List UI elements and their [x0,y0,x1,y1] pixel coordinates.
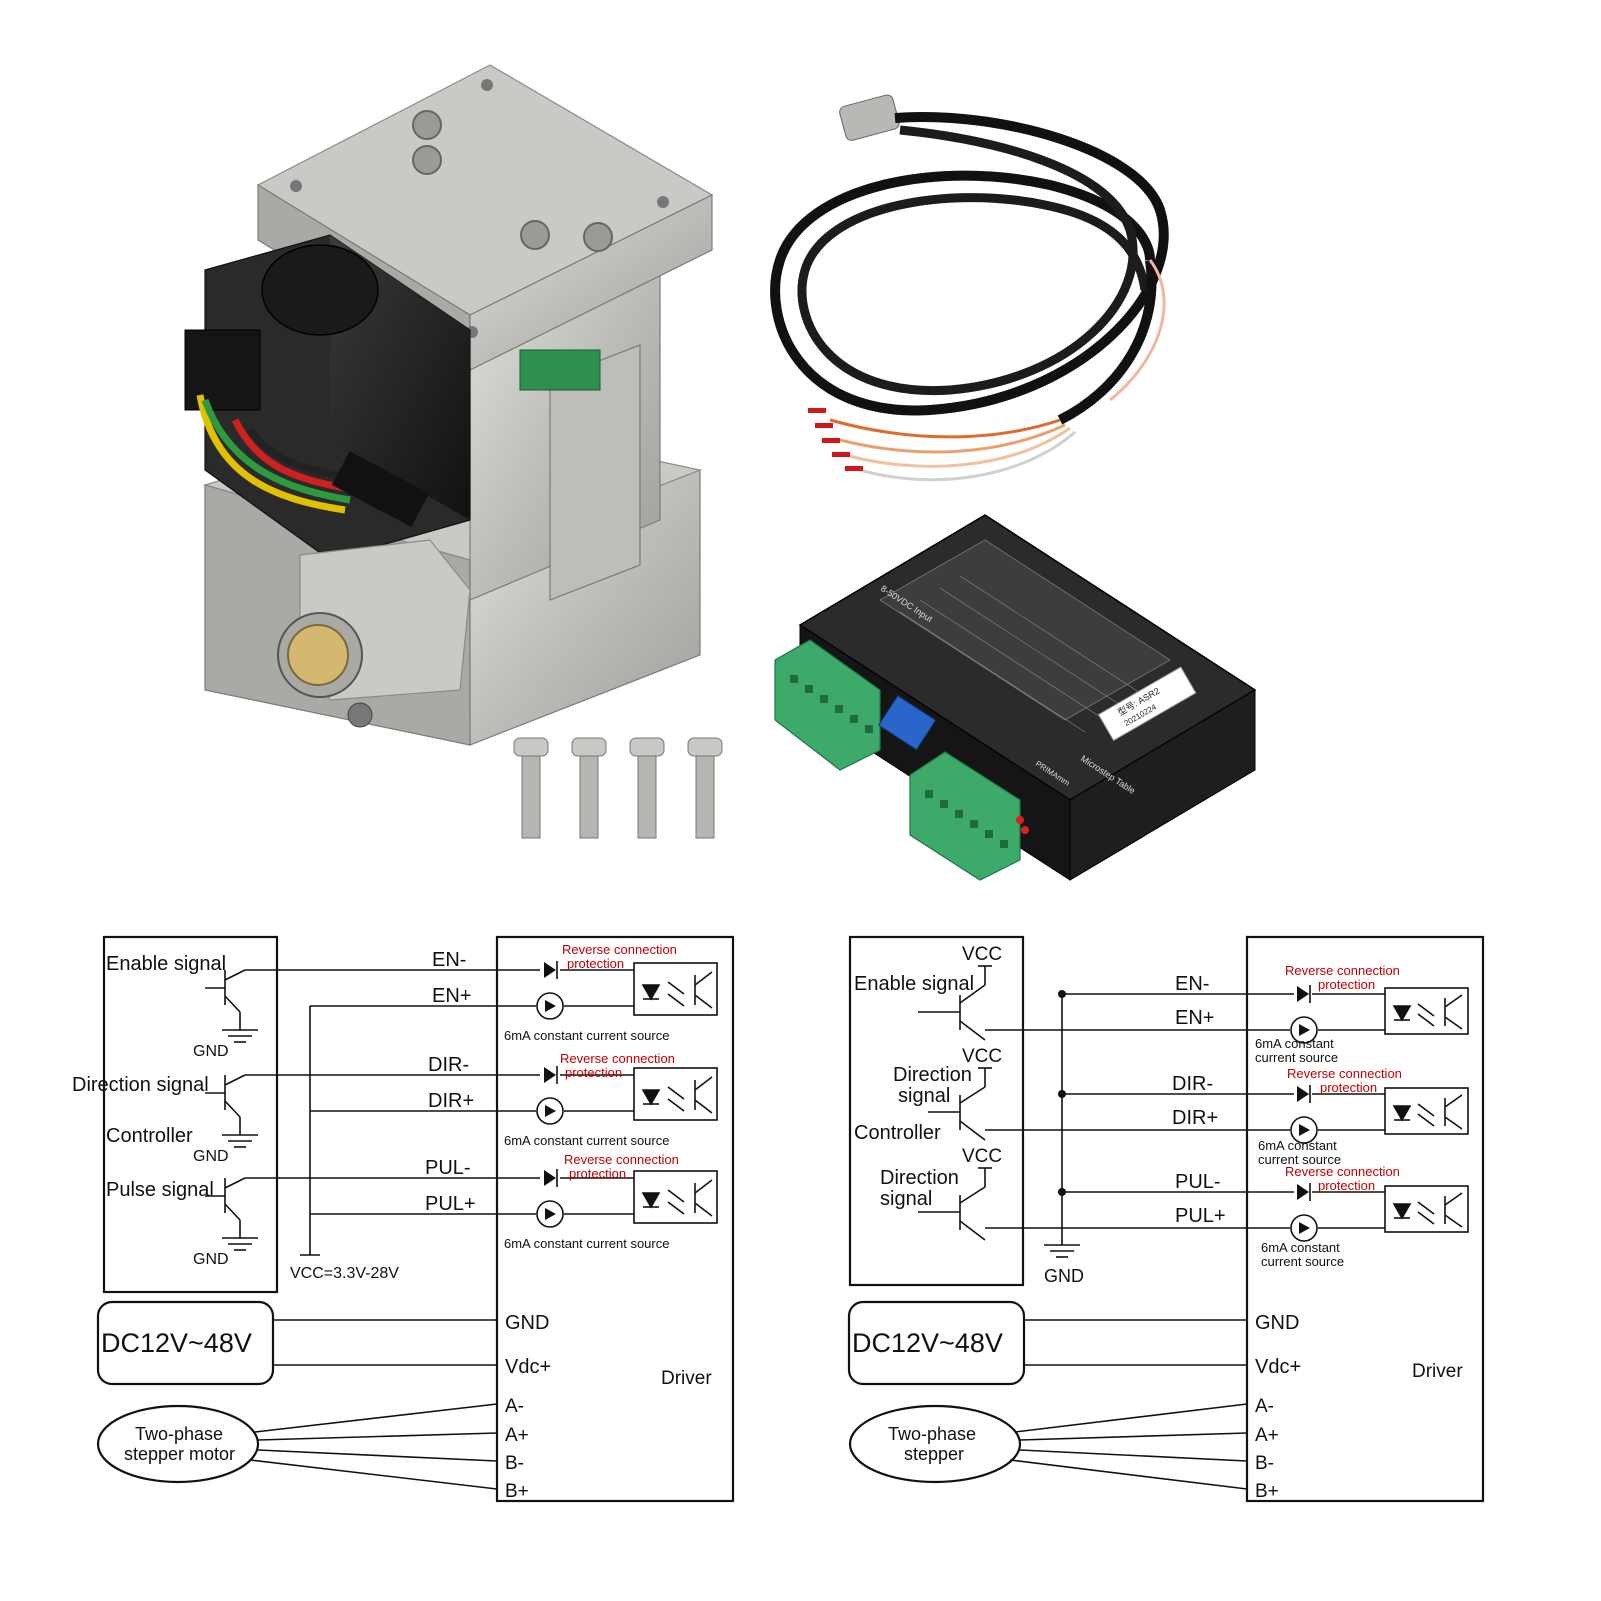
current-source-2: 6mA constant current source [504,1133,669,1148]
current-source-r2b: current source [1258,1152,1341,1167]
current-source-3: 6mA constant current source [504,1236,669,1251]
junction-dots-right [1058,990,1066,1196]
pin-pul-plus: PUL+ [425,1193,476,1215]
pin-dir-minus: DIR- [428,1054,469,1076]
power-pin-vdc: Vdc+ [505,1356,551,1378]
motor-pin-a-plus-right: A+ [1255,1425,1279,1446]
current-source-r3b: current source [1261,1254,1344,1269]
current-sources-left [536,992,564,1228]
current-source-r1a: 6mA constant [1255,1036,1334,1051]
power-supply-box-right [847,1300,1026,1386]
driver-box-right [1245,935,1485,1503]
current-sources-right [1290,1016,1318,1242]
controller-label: Controller [106,1125,193,1147]
motor-label-line2: stepper motor [124,1444,235,1464]
plate-screws [290,79,669,338]
encoder-cable [770,94,1169,482]
pin-pul-plus-right: PUL+ [1175,1205,1226,1227]
power-supply-box-left [96,1300,275,1386]
motor-label-line1: Two-phase [135,1424,223,1444]
linear-stage-actuator [184,64,714,746]
driver-label-right: Driver [1412,1361,1463,1382]
motor-pin-a-minus-right: A- [1255,1396,1274,1417]
controller-label-right: Controller [854,1122,941,1144]
motor-ellipse-left [96,1404,260,1484]
controller-box-left [102,935,279,1294]
driver-box-left [495,935,735,1503]
optocouplers-left [633,962,718,1224]
motor-pin-a-minus: A- [505,1396,524,1417]
reverse-protection-2a: Reverse connection [560,1051,675,1066]
motor-pin-b-plus-right: B+ [1255,1481,1279,1502]
vcc-label-2: VCC [962,1046,1002,1067]
motor-label-right-line2: stepper [904,1444,964,1464]
transistor-symbols-right [918,965,992,1241]
pin-pul-minus-right: PUL- [1175,1171,1221,1193]
enable-signal-label: Enable signal [106,953,226,975]
current-source-r1b: current source [1255,1050,1338,1065]
power-supply-label-right: DC12V~48V [852,1328,1003,1358]
power-pin-gnd-right: GND [1255,1312,1299,1334]
pin-dir-minus-right: DIR- [1172,1073,1213,1095]
gnd-label-2: GND [193,1148,229,1165]
reverse-protection-r1a: Reverse connection [1285,963,1400,978]
motor-pin-b-minus-right: B- [1255,1453,1274,1474]
enable-signal-label-right: Enable signal [854,973,974,995]
pin-en-minus: EN- [432,949,466,971]
gnd-label-1: GND [193,1043,229,1060]
vcc-label-1: VCC [962,944,1002,965]
current-source-r3a: 6mA constant [1261,1240,1340,1255]
wire-terminal-pins [808,408,863,471]
stepper-driver: 型号: ASR2 20210224 8-50VDC Input Microste… [774,514,1257,881]
vcc-label-3: VCC [962,1146,1002,1167]
direction-signal-right-1a: Direction [893,1064,972,1086]
controller-box-right [848,935,1025,1287]
reverse-diodes-right [1297,985,1311,1201]
driver-label-left: Driver [661,1368,712,1389]
reverse-protection-r2a: Reverse connection [1287,1066,1402,1081]
pin-dir-plus: DIR+ [428,1090,474,1112]
optocouplers-right [1384,987,1469,1233]
transistor-symbols-left [205,969,258,1251]
pin-dir-plus-right: DIR+ [1172,1107,1218,1129]
power-supply-label: DC12V~48V [101,1328,252,1358]
direction-signal-right-2b: signal [880,1188,932,1210]
power-pin-vdc-right: Vdc+ [1255,1356,1301,1378]
signal-wires-left [245,969,634,1490]
wiring-diagram-left: Enable signal Direction signal Controlle… [72,935,735,1503]
direction-signal-label: Direction signal [72,1074,209,1096]
motor-pin-b-plus: B+ [505,1481,529,1502]
reverse-protection-r3b: protection [1318,1178,1375,1193]
pin-en-plus-right: EN+ [1175,1007,1214,1029]
current-source-1: 6mA constant current source [504,1028,669,1043]
wiring-diagram-right: VCC VCC VCC Enable signal Direction sign… [847,935,1485,1503]
pin-en-plus: EN+ [432,985,471,1007]
direction-signal-right-1b: signal [898,1085,950,1107]
current-source-r2a: 6mA constant [1258,1138,1337,1153]
motor-label-right-line1: Two-phase [888,1424,976,1444]
pin-pul-minus: PUL- [425,1157,471,1179]
motor-pin-a-plus: A+ [505,1425,529,1446]
gnd-label-3: GND [193,1251,229,1268]
motor-pin-b-minus: B- [505,1453,524,1474]
pulse-signal-label: Pulse signal [106,1179,214,1201]
reverse-protection-3a: Reverse connection [564,1152,679,1167]
reverse-protection-3b: protection [569,1166,626,1181]
signal-wires-right [985,993,1385,1490]
mounting-screws [513,737,723,839]
gnd-label-right: GND [1044,1266,1084,1286]
direction-signal-right-2a: Direction [880,1167,959,1189]
reverse-protection-2b: protection [565,1065,622,1080]
reverse-protection-r1b: protection [1318,977,1375,992]
vcc-range-label: VCC=3.3V-28V [290,1265,399,1282]
pin-en-minus-right: EN- [1175,973,1209,995]
reverse-protection-1a: Reverse connection [562,942,677,957]
reverse-diodes-left [544,961,558,1187]
reverse-protection-r2b: protection [1320,1080,1377,1095]
reverse-protection-1b: protection [567,956,624,971]
motor-ellipse-right [848,1404,1022,1484]
reverse-protection-r3a: Reverse connection [1285,1164,1400,1179]
power-pin-gnd: GND [505,1312,549,1334]
